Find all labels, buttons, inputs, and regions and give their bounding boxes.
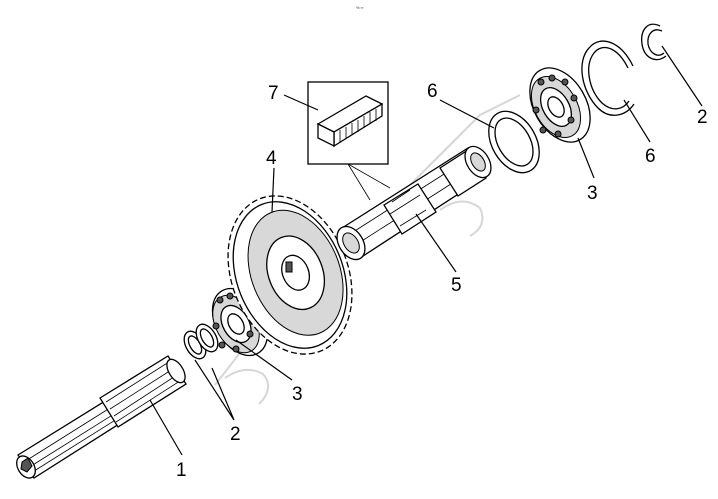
key-inset [307,81,391,201]
callout-3-left: 3 [292,384,303,405]
key-icon [316,95,384,148]
callout-2-left: 2 [230,424,241,445]
splined-shaft-icon [16,355,187,479]
ball-bearing-icon-right [529,67,591,143]
callout-7: 7 [268,83,279,104]
callout-6-right: 6 [645,146,656,167]
callout-2-right: 2 [697,107,708,128]
intermediate-shaft-icon [336,145,492,261]
callout-3-right: 3 [587,183,598,204]
callout-6-top: 6 [427,81,438,102]
snap-ring-icon [183,323,219,360]
spur-gear-icon [227,195,353,355]
callout-1: 1 [176,460,187,481]
header-mark: % ∞ [356,5,364,10]
retaining-ring-icon [488,110,540,174]
callout-5: 5 [451,275,462,296]
callouts: 1 2 3 4 5 6 7 3 6 2 [176,81,708,481]
callout-4: 4 [266,148,277,169]
snap-ring-icon-right [641,23,667,61]
leader-lines [149,45,703,456]
retaining-ring-icon-right [581,40,635,116]
